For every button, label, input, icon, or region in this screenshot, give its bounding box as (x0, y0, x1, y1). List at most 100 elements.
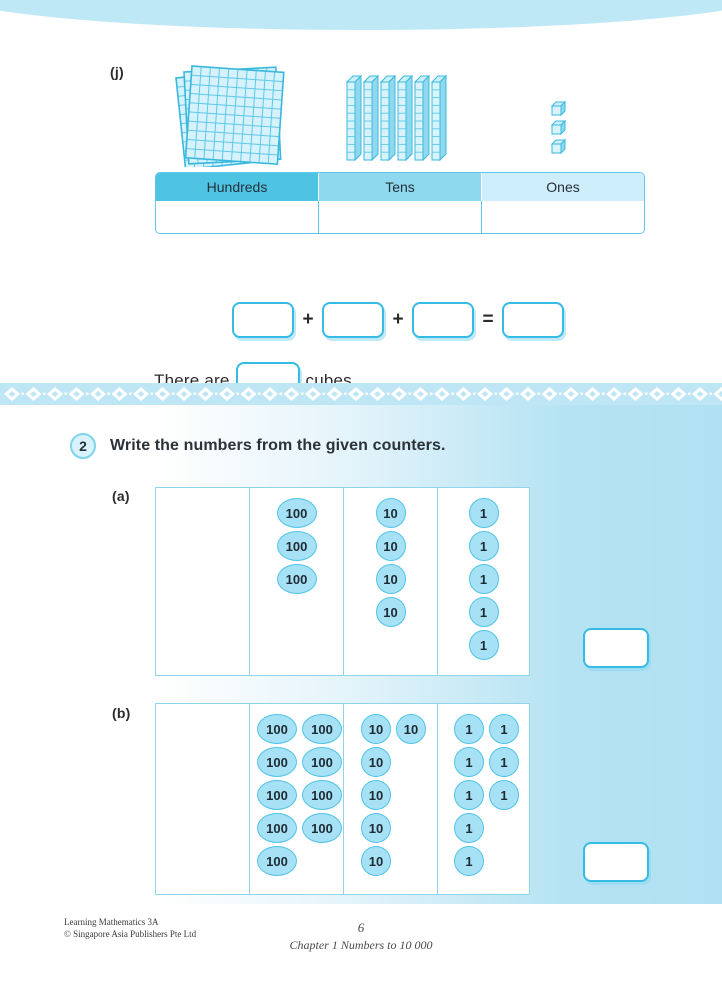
place-value-cell-ones[interactable] (482, 201, 644, 233)
counter-tens: 10 (361, 747, 391, 777)
counter-ones: 1 (489, 714, 519, 744)
part-label-b: (b) (112, 705, 131, 721)
plus-sign-2: + (392, 309, 404, 330)
counter-hundreds: 100 (302, 714, 342, 744)
counter-hundreds: 100 (257, 780, 297, 810)
hundreds-flats-icon (172, 62, 292, 172)
place-value-cell-hundreds[interactable] (156, 201, 319, 233)
counters-column-blank-a (156, 488, 250, 675)
counter-tens: 10 (361, 813, 391, 843)
question-instruction: Write the numbers from the given counter… (110, 437, 446, 454)
counter-hundreds: 100 (276, 564, 317, 594)
place-value-header-hundreds: Hundreds (156, 173, 319, 201)
equation-row: + + = (232, 302, 564, 338)
counter-hundreds: 100 (257, 846, 297, 876)
counter-hundreds: 100 (302, 747, 342, 777)
counter-tens: 10 (375, 597, 406, 627)
question-2-heading: 2 Write the numbers from the given count… (70, 433, 446, 459)
counter-ones: 1 (454, 714, 484, 744)
counter-row: 1 (454, 813, 484, 843)
place-value-table: Hundreds Tens Ones (155, 172, 645, 234)
counter-tens: 10 (361, 714, 391, 744)
decorative-divider (0, 383, 722, 405)
counter-row: 1 (454, 846, 484, 876)
counter-row: 100 (257, 846, 297, 876)
counter-row: 100 (276, 531, 317, 561)
part-label-j: (j) (110, 64, 124, 80)
counter-row: 1 (468, 531, 499, 561)
equation-operand-2[interactable] (322, 302, 384, 338)
counter-ones: 1 (489, 747, 519, 777)
counter-row: 10 (375, 531, 406, 561)
plus-sign-1: + (302, 309, 314, 330)
counter-tens: 10 (396, 714, 426, 744)
counter-row: 100 (276, 564, 317, 594)
counter-row: 1 (468, 498, 499, 528)
counter-hundreds: 100 (257, 714, 297, 744)
section-part-j: (j) (0, 44, 722, 400)
counter-row: 10 (375, 498, 406, 528)
counter-ones: 1 (489, 780, 519, 810)
footer-page-number: 6 (357, 920, 365, 935)
ones-cubes-icon (550, 100, 572, 165)
section-question-2: 2 Write the numbers from the given count… (0, 405, 722, 905)
counter-tens: 10 (375, 498, 406, 528)
counter-row: 10 (361, 780, 391, 810)
equation-result[interactable] (502, 302, 564, 338)
counter-tens: 10 (375, 564, 406, 594)
page-footer: Learning Mathematics 3A © Singapore Asia… (0, 904, 722, 988)
counter-ones: 1 (454, 846, 484, 876)
counter-ones: 1 (468, 531, 499, 561)
place-value-header-ones: Ones (482, 173, 644, 201)
footer-book-title: Learning Mathematics 3A (64, 917, 159, 927)
counters-column-blank-b (156, 704, 250, 894)
counter-hundreds: 100 (276, 531, 317, 561)
place-value-header-row: Hundreds Tens Ones (156, 173, 644, 201)
counter-ones: 1 (454, 780, 484, 810)
counter-ones: 1 (468, 498, 499, 528)
counter-ones: 1 (454, 747, 484, 777)
counter-hundreds: 100 (302, 780, 342, 810)
tens-rods-icon (345, 70, 453, 167)
counter-hundreds: 100 (302, 813, 342, 843)
counter-tens: 10 (361, 846, 391, 876)
counter-ones: 1 (468, 564, 499, 594)
counter-row: 1 (468, 597, 499, 627)
answer-box-b[interactable] (583, 842, 649, 882)
counter-hundreds: 100 (257, 747, 297, 777)
top-decorative-band (0, 0, 722, 30)
counter-row: 1 (468, 630, 499, 660)
footer-publisher-block: Learning Mathematics 3A © Singapore Asia… (64, 916, 196, 940)
counter-ones: 1 (468, 597, 499, 627)
place-value-cell-tens[interactable] (319, 201, 482, 233)
counter-row: 10 (375, 564, 406, 594)
counter-tens: 10 (361, 780, 391, 810)
question-number-badge: 2 (70, 433, 96, 459)
equation-operand-1[interactable] (232, 302, 294, 338)
counter-row: 1 (468, 564, 499, 594)
answer-box-a[interactable] (583, 628, 649, 668)
equation-operand-3[interactable] (412, 302, 474, 338)
place-value-body-row (156, 201, 644, 233)
counter-hundreds: 100 (276, 498, 317, 528)
part-label-a: (a) (112, 488, 130, 504)
